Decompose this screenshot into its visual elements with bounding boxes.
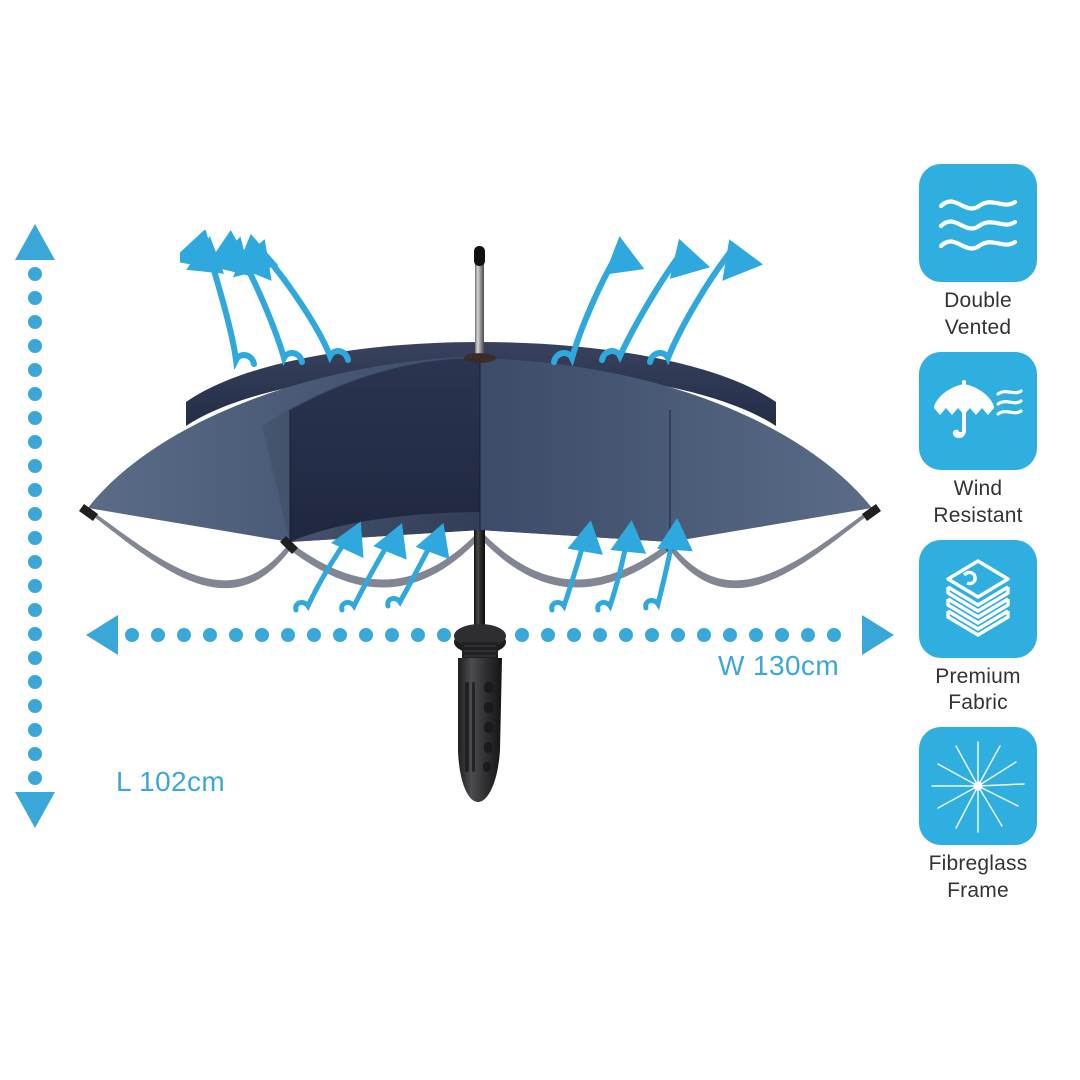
fabric-stack-icon [946, 558, 1010, 637]
umbrella-handle [458, 658, 502, 802]
umbrella-product-image [79, 246, 881, 802]
umbrella-collar [454, 624, 506, 658]
feature-label-fibreglass-frame: Fibreglass Frame [928, 852, 1028, 903]
airflow-bottom-right-heads [567, 518, 693, 555]
feature-list: Double Vented [898, 164, 1058, 915]
feature-label-double-vented: Double Vented [944, 289, 1012, 339]
airflow-top-right-heads [604, 236, 764, 281]
umbrella-tip [464, 246, 496, 363]
umbrella-wind-icon [934, 379, 1023, 438]
airflow-bottom-left-heads [330, 521, 450, 560]
airflow-bottom-right [549, 529, 677, 613]
feature-tile-double-vented [919, 164, 1037, 282]
airflow-arrows [180, 230, 764, 613]
height-dimension-label: L 102cm [116, 766, 226, 797]
width-dimension-arrow [86, 615, 894, 655]
waves-icon [938, 199, 1018, 251]
feature-label-wind-resistant: Wind Resistant [933, 476, 1023, 527]
feature-tile-premium-fabric [919, 539, 1037, 658]
height-dimension-arrow [15, 224, 55, 828]
width-dimension-label: W 130cm [718, 650, 840, 681]
airflow-top-left [180, 230, 351, 371]
canopy-upper-vent [186, 342, 776, 426]
feature-wind-resistant[interactable]: Wind Resistant [919, 351, 1037, 530]
feature-label-premium-fabric: Premium Fabric [935, 664, 1021, 715]
feature-tile-fibreglass-frame [919, 727, 1037, 846]
feature-double-vented[interactable]: Double Vented [919, 164, 1037, 342]
feature-tile-wind-resistant [919, 351, 1037, 470]
airflow-top-right [551, 247, 735, 367]
feature-premium-fabric[interactable]: Premium Fabric [919, 539, 1037, 718]
feature-fibreglass-frame[interactable]: Fibreglass Frame [919, 727, 1037, 905]
fibreglass-starburst-icon [931, 741, 1025, 833]
airflow-top-left-heads [186, 236, 272, 281]
airflow-bottom-left [293, 529, 439, 613]
